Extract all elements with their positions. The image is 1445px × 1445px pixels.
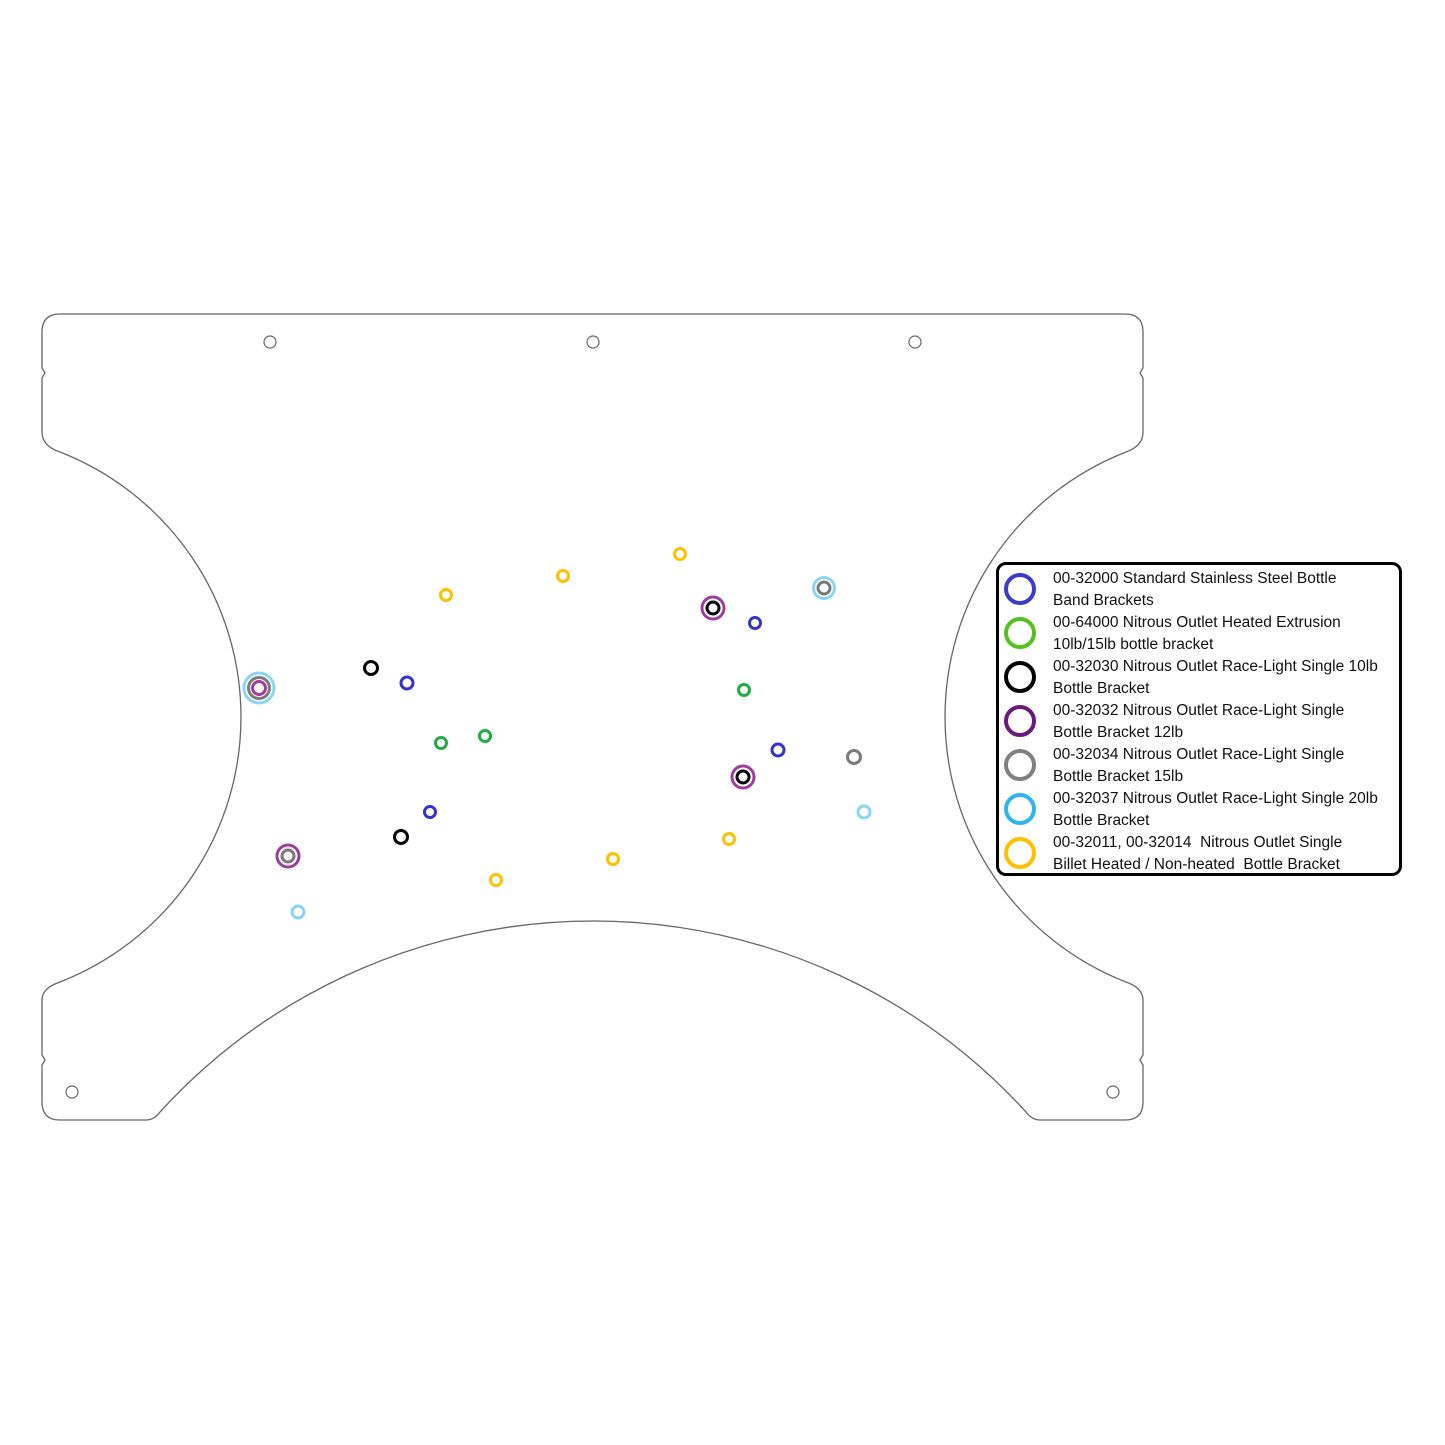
gray-bracket-hole <box>816 580 832 596</box>
lightblue-bracket-hole <box>242 671 276 705</box>
plate-outline <box>41 313 1144 1121</box>
blue-bracket-hole <box>399 675 415 691</box>
legend-label: 00-64000 Nitrous Outlet Heated Extrusion… <box>1053 614 1341 653</box>
circle-icon <box>1004 617 1036 649</box>
legend-label: 00-32000 Standard Stainless Steel Bottle… <box>1053 570 1337 609</box>
legend-label: 00-32032 Nitrous Outlet Race-Light Singl… <box>1053 702 1345 741</box>
purple-bracket-hole <box>730 764 756 790</box>
yellow-bracket-hole <box>439 588 453 602</box>
yellow-bracket-hole <box>606 852 620 866</box>
mounting-hole <box>263 335 277 349</box>
lightblue-bracket-hole <box>812 576 836 600</box>
circle-icon <box>1004 705 1036 737</box>
legend-item: 00-32034 Nitrous Outlet Race-Light Singl… <box>999 742 1399 786</box>
legend-label: 00-32011, 00-32014 Nitrous Outlet Single… <box>1053 834 1343 873</box>
blue-bracket-hole <box>770 742 786 758</box>
purple-bracket-hole <box>275 843 301 869</box>
legend-item: 00-32030 Nitrous Outlet Race-Light Singl… <box>999 654 1399 698</box>
circle-icon <box>1004 837 1036 869</box>
legend-item: 00-32000 Standard Stainless Steel Bottle… <box>999 566 1399 610</box>
yellow-bracket-hole <box>722 832 736 846</box>
lightblue-bracket-hole <box>290 904 306 920</box>
black-bracket-hole <box>393 829 409 845</box>
legend-label: 00-32034 Nitrous Outlet Race-Light Singl… <box>1053 746 1345 785</box>
legend-label: 00-32037 Nitrous Outlet Race-Light Singl… <box>1053 790 1378 829</box>
mounting-hole <box>65 1085 79 1099</box>
gray-bracket-hole <box>247 676 271 700</box>
yellow-bracket-hole <box>556 569 570 583</box>
circle-icon <box>1004 793 1036 825</box>
blue-bracket-hole <box>748 616 762 630</box>
gray-bracket-hole <box>846 749 862 765</box>
legend-item: 00-32011, 00-32014 Nitrous Outlet Single… <box>999 830 1399 874</box>
purple-bracket-hole <box>700 595 726 621</box>
mounting-hole <box>586 335 600 349</box>
black-bracket-hole <box>705 600 721 616</box>
legend-item: 00-64000 Nitrous Outlet Heated Extrusion… <box>999 610 1399 654</box>
mounting-hole <box>908 335 922 349</box>
green-bracket-hole <box>434 736 448 750</box>
black-bracket-hole <box>735 769 751 785</box>
green-bracket-hole <box>737 683 751 697</box>
lightblue-bracket-hole <box>856 804 872 820</box>
yellow-bracket-hole <box>489 873 503 887</box>
circle-icon <box>1004 749 1036 781</box>
legend-item: 00-32032 Nitrous Outlet Race-Light Singl… <box>999 698 1399 742</box>
legend-item: 00-32037 Nitrous Outlet Race-Light Singl… <box>999 786 1399 830</box>
blue-bracket-hole <box>423 805 437 819</box>
legend-label: 00-32030 Nitrous Outlet Race-Light Singl… <box>1053 658 1378 697</box>
green-bracket-hole <box>478 729 492 743</box>
circle-icon <box>1004 661 1036 693</box>
mounting-hole <box>1106 1085 1120 1099</box>
gray-bracket-hole <box>280 848 296 864</box>
yellow-bracket-hole <box>673 547 687 561</box>
circle-icon <box>1004 573 1036 605</box>
black-bracket-hole <box>363 660 379 676</box>
legend: 00-32000 Standard Stainless Steel Bottle… <box>996 562 1402 876</box>
purple-bracket-hole <box>251 680 267 696</box>
